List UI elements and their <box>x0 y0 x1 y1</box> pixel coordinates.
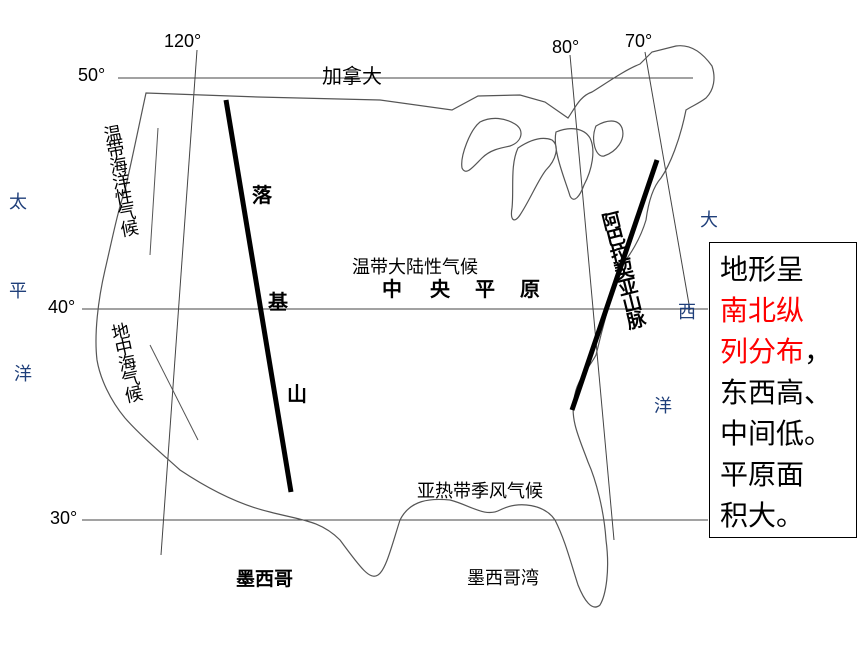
latitude-30-label: 30° <box>50 508 78 528</box>
atlantic-char-2: 西 <box>678 302 696 323</box>
longitude-70-label: 70° <box>625 31 653 51</box>
longitude-120-label: 120° <box>164 31 202 51</box>
atlantic-char-1: 大 <box>700 210 718 231</box>
longitude-80-line <box>569 54 615 541</box>
central-plain-char-2: 央 <box>430 277 450 301</box>
mediterranean-climate-divider <box>149 344 199 441</box>
summary-line-7: 积大。 <box>720 499 805 532</box>
summary-highlight-1: 南北纵 <box>720 294 805 327</box>
central-plain-char-1: 中 <box>382 277 402 301</box>
rocky-mountains-char-3: 山 <box>287 382 307 406</box>
mexico-label: 墨西哥 <box>236 568 294 590</box>
longitude-120-line <box>160 49 198 556</box>
subtropical-monsoon-climate-label: 亚热带季风气候 <box>417 481 543 502</box>
canada-label: 加拿大 <box>322 64 382 88</box>
latitude-40-label: 40° <box>48 297 76 317</box>
summary-line-1: 地形呈 <box>720 253 805 286</box>
pacific-char-3: 洋 <box>14 364 32 385</box>
rocky-mountains-line <box>223 99 294 493</box>
rocky-mountains-char-2: 基 <box>268 290 288 314</box>
summary-line-3: 列分布， <box>720 331 856 372</box>
rocky-mountains-char-1: 落 <box>252 183 272 207</box>
longitude-80-label: 80° <box>552 37 580 57</box>
great-lakes-outline <box>461 117 624 221</box>
atlantic-char-3: 洋 <box>654 396 672 417</box>
central-plain-char-4: 原 <box>520 277 540 301</box>
terrain-summary-box: 地形呈 南北纵 列分布， 东西高、 中间低。 平原面 积大。 <box>709 242 857 538</box>
gulf-of-mexico-label: 墨西哥湾 <box>467 568 539 589</box>
summary-comma: ， <box>804 335 833 368</box>
continental-climate-label: 温带大陆性气候 <box>352 257 478 278</box>
marine-climate-divider <box>149 127 159 256</box>
summary-line-6: 平原面 <box>720 458 805 491</box>
summary-line-2: 南北纵 <box>720 290 856 331</box>
pacific-char-2: 平 <box>9 281 27 302</box>
longitude-70-line <box>644 51 691 311</box>
appalachian-mountains-line <box>569 159 660 411</box>
pacific-char-1: 太 <box>9 192 27 213</box>
summary-highlight-2: 列分布 <box>720 335 805 368</box>
central-plain-char-3: 平 <box>475 277 495 301</box>
summary-line-5: 中间低。 <box>720 417 833 450</box>
us-outline <box>95 45 715 608</box>
latitude-50-label: 50° <box>78 65 106 85</box>
summary-line-4: 东西高、 <box>720 376 833 409</box>
